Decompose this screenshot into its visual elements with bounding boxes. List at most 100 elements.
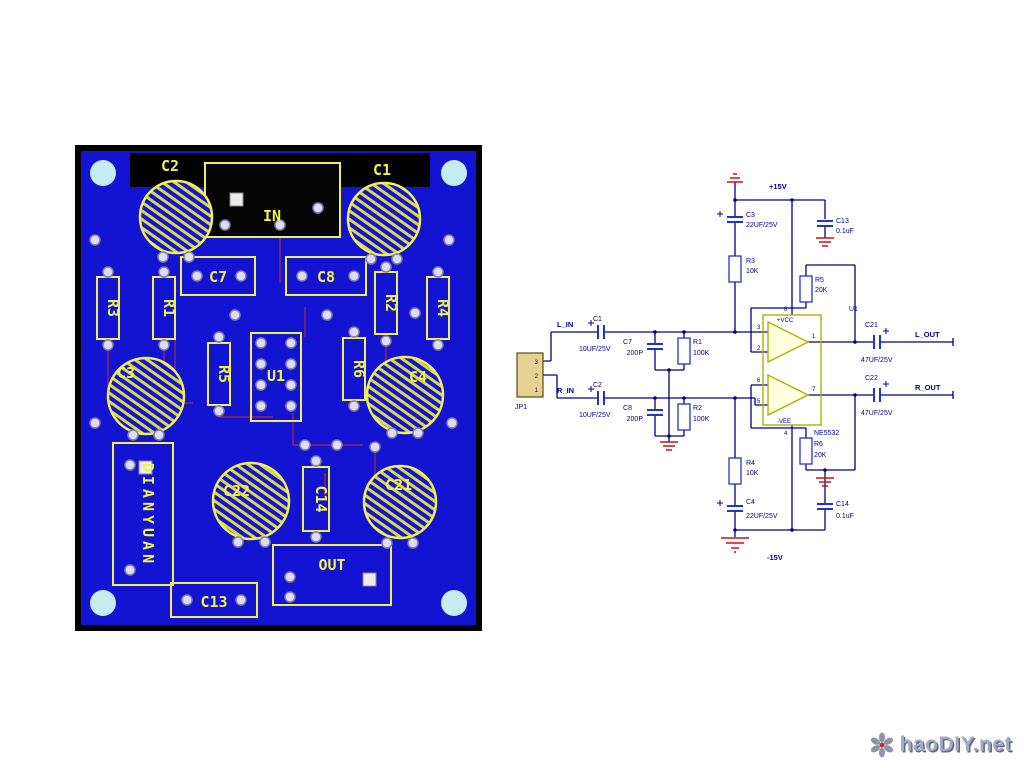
pcb-layout-image: C2 C1 IN C7 C8 R3 R1 R2 R4 C3 R5 U1 R6 C…	[75, 145, 482, 631]
pin-6: 6	[757, 378, 761, 384]
pad	[432, 339, 444, 351]
pad	[299, 439, 311, 451]
pad	[432, 266, 444, 278]
pcb-label-c21: C21	[385, 476, 412, 494]
pin-5: 5	[757, 399, 761, 405]
pad	[296, 270, 308, 282]
pad	[285, 400, 297, 412]
pin-4: 4	[784, 431, 788, 437]
pcb-label-c4: C4	[409, 368, 427, 386]
pcb-label-c1: C1	[373, 161, 391, 179]
pad	[255, 379, 267, 391]
pad	[369, 441, 381, 453]
pad	[255, 337, 267, 349]
pad	[158, 266, 170, 278]
c13-box	[170, 582, 258, 618]
pcb-svg: C2 C1 IN C7 C8 R3 R1 R2 R4 C3 R5 U1 R6 C…	[75, 145, 482, 631]
label-jp1: JP1	[515, 404, 527, 411]
opamp-a-triangle	[767, 320, 810, 364]
label-l-in: L_IN	[557, 320, 573, 329]
pad	[409, 307, 421, 319]
jp1-pin-3: 3	[535, 360, 539, 366]
label-c2-val: 10UF/25V	[579, 412, 611, 419]
c7-box	[180, 256, 256, 296]
u1-box	[250, 332, 302, 422]
label-c21-ref: C21	[865, 322, 878, 329]
label-c14-val: 0.1uF	[836, 513, 854, 520]
pad	[348, 326, 360, 338]
pcb-label-r6: R6	[350, 360, 368, 378]
pcb-label-c8: C8	[317, 268, 335, 286]
pcb-label-in: IN	[263, 207, 281, 225]
schematic-image: +15V -15V C3 22UF/25V R3 10K C13 0.1uF R…	[505, 170, 965, 570]
pad	[191, 270, 203, 282]
label-r1-ref: R1	[693, 339, 702, 346]
label-vcc: +VCC	[777, 318, 794, 324]
opamp-b-triangle	[767, 373, 810, 417]
power-ground-symbols	[660, 173, 834, 553]
pcb-label-c7: C7	[209, 268, 227, 286]
c4-cap	[365, 355, 445, 435]
pin-7: 7	[812, 387, 816, 393]
r3-resistor	[728, 255, 742, 283]
pad	[348, 270, 360, 282]
pcb-label-c2: C2	[161, 157, 179, 175]
label-l-out: L_OUT	[915, 330, 940, 339]
pcb-label-r4: R4	[434, 299, 452, 317]
label-c7-ref: C7	[623, 339, 632, 346]
junction-dots	[653, 198, 857, 532]
pad	[158, 339, 170, 351]
pin-2: 2	[757, 346, 761, 352]
label-r4-ref: R4	[746, 460, 755, 467]
label-minus15v: -15V	[767, 553, 783, 562]
pcb-label-c13: C13	[200, 593, 227, 611]
pad	[310, 455, 322, 467]
capacitor-plates	[597, 216, 881, 512]
r6-resistor	[799, 437, 813, 465]
label-c4-ref: C4	[746, 499, 755, 506]
pad	[255, 358, 267, 370]
label-c22-val: 47UF/25V	[861, 410, 893, 417]
pad	[232, 536, 244, 548]
r4-resistor	[728, 457, 742, 485]
watermark: haoDIY.net	[869, 732, 1012, 758]
label-c4-val: 22UF/25V	[746, 513, 778, 520]
pin-3: 3	[757, 325, 761, 331]
pin-8: 8	[784, 307, 788, 313]
pad	[380, 261, 392, 273]
pad	[446, 417, 458, 429]
pcb-label-r3: R3	[104, 299, 122, 317]
label-r4-val: 10K	[746, 470, 759, 477]
pad	[213, 331, 225, 343]
label-r6-val: 20K	[814, 452, 827, 459]
pin-1: 1	[812, 334, 816, 340]
opamp-ic	[762, 314, 822, 426]
pcb-label-r1: R1	[160, 299, 178, 317]
label-c3-ref: C3	[746, 212, 755, 219]
pcb-label-out: OUT	[318, 556, 345, 574]
label-c2-ref: C2	[593, 382, 602, 389]
c14-box	[302, 466, 330, 532]
pcb-label-c22: C22	[223, 482, 250, 500]
label-r3-val: 10K	[746, 268, 759, 275]
power-flag-icon	[727, 173, 743, 183]
ground-icon	[660, 441, 678, 451]
pad	[310, 531, 322, 543]
pad	[331, 439, 343, 451]
pad	[102, 266, 114, 278]
r5-box	[207, 342, 231, 406]
r6-box	[342, 337, 366, 401]
pcb-label-r5: R5	[215, 365, 233, 383]
jp1-pin-2: 2	[535, 374, 539, 380]
pad	[365, 253, 377, 265]
pad	[259, 536, 271, 548]
c22-cap	[211, 461, 291, 541]
label-c3-val: 22UF/25V	[746, 222, 778, 229]
label-plus15v: +15V	[769, 182, 787, 191]
pad	[89, 417, 101, 429]
pad	[127, 429, 139, 441]
pad	[157, 251, 169, 263]
resistors	[677, 255, 813, 485]
pad	[285, 379, 297, 391]
pcb-label-dianyuan: DIANYUAN	[139, 463, 157, 567]
